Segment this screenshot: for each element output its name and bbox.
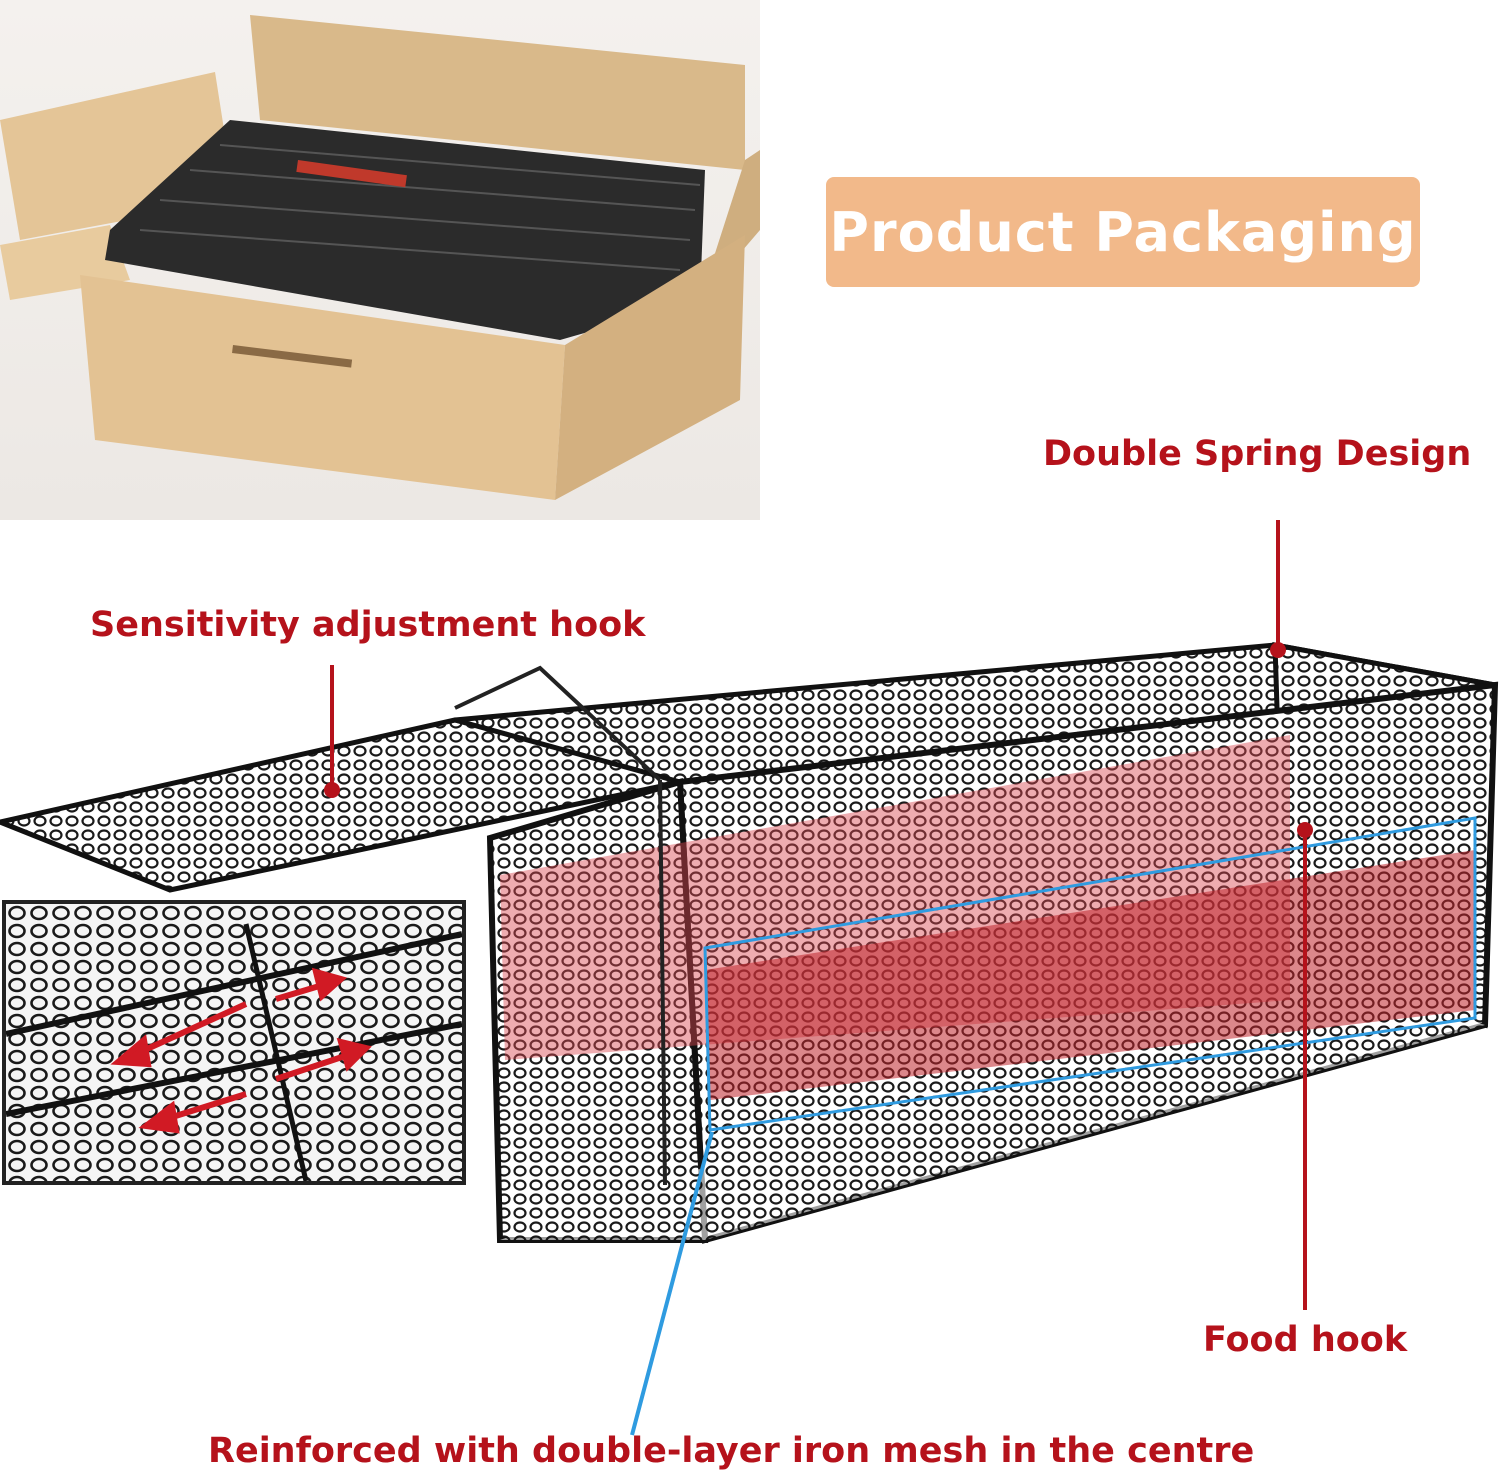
product-packaging-badge: Product Packaging (826, 177, 1420, 287)
reinforced-mesh-label: Reinforced with double-layer iron mesh i… (208, 1431, 1255, 1471)
spring-closeup-illustration (6, 904, 462, 1181)
packaging-photo (0, 0, 760, 520)
food-hook-label: Food hook (1203, 1320, 1408, 1360)
product-packaging-title: Product Packaging (829, 200, 1417, 264)
spring-detail-inset (2, 900, 466, 1185)
mesh-trap-illustration (0, 520, 1499, 1436)
double-spring-label: Double Spring Design (1043, 434, 1472, 474)
sensitivity-hook-label: Sensitivity adjustment hook (90, 605, 646, 645)
cardboard-box-illustration (0, 15, 760, 500)
